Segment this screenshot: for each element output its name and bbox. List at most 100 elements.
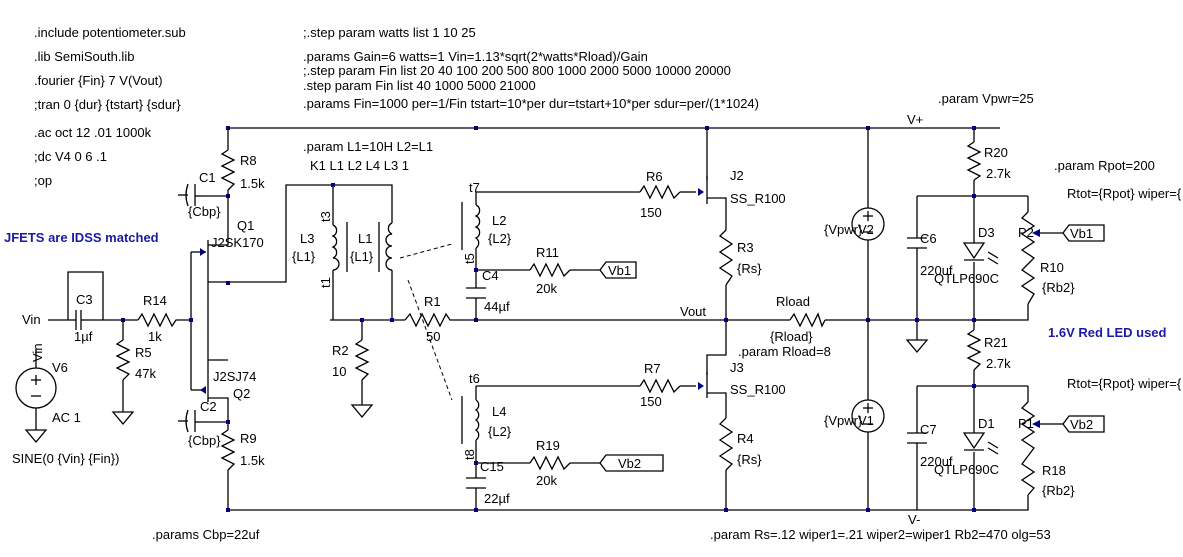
jfet-j3 xyxy=(698,372,708,398)
inductor-l1 xyxy=(378,222,393,272)
resistor-r4 xyxy=(718,417,734,471)
voltage-source-v1 xyxy=(851,399,885,433)
label-r10-val: {Rb2} xyxy=(1042,280,1075,295)
label-l4-val: {L2} xyxy=(488,424,512,439)
capacitor-c4 xyxy=(466,287,486,299)
wiper-arrow-p2 xyxy=(1032,229,1040,237)
directive-include: .include potentiometer.sub xyxy=(34,25,186,40)
directive-params-fin: .params Fin=1000 per=1/Fin tstart=10*per… xyxy=(303,96,759,111)
label-r1-val: 50 xyxy=(426,329,440,344)
resistor-r21 xyxy=(966,329,982,371)
directive-lib: .lib SemiSouth.lib xyxy=(34,49,134,64)
label-v6-sine: SINE(0 {Vin} {Fin}) xyxy=(12,451,119,466)
label-vb1-right: Vb1 xyxy=(1070,226,1093,241)
label-r14: R14 xyxy=(143,293,167,308)
label-vpwr2: {Vpwr} xyxy=(824,222,863,237)
label-vin: Vin xyxy=(22,312,41,327)
label-vb1-left: Vb1 xyxy=(608,263,631,278)
led-d1 xyxy=(962,432,999,455)
label-r10: R10 xyxy=(1040,260,1064,275)
capacitor-c6 xyxy=(907,237,927,249)
ground-symbols xyxy=(24,339,929,444)
directive-coupling: K1 L1 L2 L4 L3 1 xyxy=(310,158,409,173)
label-r18: R18 xyxy=(1042,463,1066,478)
label-c6-val: 220uf xyxy=(920,263,953,278)
label-t8: t8 xyxy=(462,449,477,460)
label-r2: R2 xyxy=(332,343,349,358)
label-d3: D3 xyxy=(978,225,995,240)
label-r4-val: {Rs} xyxy=(737,452,762,467)
label-c7: C7 xyxy=(920,422,937,437)
label-p1: P1 xyxy=(1018,416,1034,431)
label-d1-val: QTLP690C xyxy=(934,462,999,477)
capacitor-c15 xyxy=(466,477,486,489)
directive-step-watts: ;.step param watts list 1 10 25 xyxy=(303,25,476,40)
resistor-r8 xyxy=(220,149,236,191)
label-r6: R6 xyxy=(646,169,663,184)
label-d1: D1 xyxy=(978,416,995,431)
voltage-source-v2 xyxy=(851,207,885,241)
directive-dc: ;dc V4 0 6 .1 xyxy=(34,149,107,164)
component-labels: Vin Vin V6 AC 1 SINE(0 {Vin} {Fin}) C3 1… xyxy=(12,112,1182,527)
capacitor-c2 xyxy=(178,409,202,433)
inductor-l3 xyxy=(331,222,348,272)
label-r4: R4 xyxy=(737,431,754,446)
net-flag-vb2-right xyxy=(1062,415,1105,433)
resistor-r10 xyxy=(1020,263,1036,305)
label-vout: Vout xyxy=(680,304,706,319)
capacitor-c1 xyxy=(178,183,202,207)
jfet-q2 xyxy=(200,360,209,402)
label-c6: C6 xyxy=(920,231,937,246)
label-r5: R5 xyxy=(135,345,152,360)
resistor-r6 xyxy=(639,184,681,200)
label-l3-val: {L1} xyxy=(292,249,316,264)
resistor-r7 xyxy=(639,378,681,394)
directive-param-rs: .param Rs=.12 wiper1=.21 wiper2=wiper1 R… xyxy=(710,527,1051,542)
jfet-j2 xyxy=(698,176,708,204)
label-vb2-right: Vb2 xyxy=(1070,417,1093,432)
directive-step-fin1: ;.step param Fin list 20 40 100 200 500 … xyxy=(303,63,731,78)
label-r6-val: 150 xyxy=(640,205,662,220)
resistor-r1 xyxy=(404,312,455,328)
label-l4: L4 xyxy=(492,404,506,419)
label-r1: R1 xyxy=(424,294,441,309)
label-r9-val: 1.5k xyxy=(240,453,265,468)
label-r3-val: {Rs} xyxy=(737,261,762,276)
label-l2-val: {L2} xyxy=(488,231,512,246)
label-c2-val: {Cbp} xyxy=(188,433,221,448)
label-r3: R3 xyxy=(737,240,754,255)
label-c2: C2 xyxy=(200,399,217,414)
label-rtot1: Rtot={Rpot} wiper={ xyxy=(1067,186,1182,201)
directive-params-gain: .params Gain=6 watts=1 Vin=1.13*sqrt(2*w… xyxy=(303,49,648,64)
label-q1: Q1 xyxy=(237,218,254,233)
voltage-source-v6 xyxy=(15,367,57,409)
label-r8-val: 1.5k xyxy=(240,176,265,191)
label-r14-val: 1k xyxy=(148,329,162,344)
label-d3-val: QTLP690C xyxy=(934,271,999,286)
label-c15: C15 xyxy=(480,459,504,474)
led-d3 xyxy=(962,242,999,265)
note-led: 1.6V Red LED used xyxy=(1048,325,1167,340)
directive-tran: ;tran 0 {dur} {tstart} {sdur} xyxy=(34,97,181,112)
label-rtot2: Rtot={Rpot} wiper={ xyxy=(1067,376,1182,391)
label-l3: L3 xyxy=(300,231,314,246)
label-t7: t7 xyxy=(469,180,480,195)
label-r8: R8 xyxy=(240,153,257,168)
directive-params-cbp: .params Cbp=22uf xyxy=(152,527,260,542)
label-r21: R21 xyxy=(984,335,1008,350)
label-q1-val: J2SK170 xyxy=(211,235,264,250)
net-flag-vb2 xyxy=(599,454,664,472)
label-vplus: V+ xyxy=(907,112,923,127)
resistor-r20 xyxy=(966,141,982,181)
resistor-r2 xyxy=(354,339,370,381)
label-q2: Q2 xyxy=(233,386,250,401)
label-p2: P2 xyxy=(1018,225,1034,240)
label-r2-val: 10 xyxy=(332,364,346,379)
label-vin-node: Vin xyxy=(30,343,45,362)
label-rload-val: {Rload} xyxy=(770,329,813,344)
resistor-rload xyxy=(789,312,826,328)
label-t6: t6 xyxy=(469,371,480,386)
label-l1: L1 xyxy=(358,231,372,246)
resistor-r5 xyxy=(115,339,131,381)
